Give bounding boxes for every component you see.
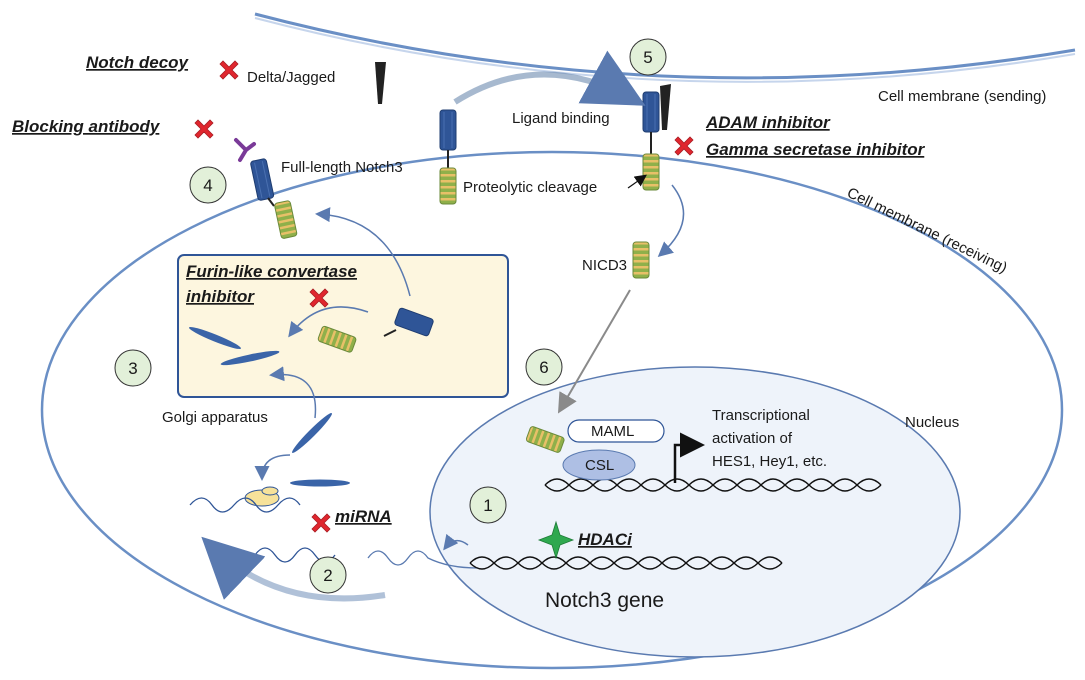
receiving-cell-membrane <box>40 150 1064 670</box>
notch3-gene-label: Notch3 gene <box>545 589 664 612</box>
notch-decoy-label: Notch decoy <box>86 53 190 72</box>
proteolytic-cleavage-label: Proteolytic cleavage <box>463 179 597 196</box>
nucleus <box>429 366 961 658</box>
inhibit-x-decoy <box>219 60 239 80</box>
notch3-icd-left <box>273 199 298 240</box>
gamma-secretase-inhibitor-label: Gamma secretase inhibitor <box>706 140 926 159</box>
mrna-strand-1 <box>189 497 301 513</box>
nicd3-to-nucleus-arrow <box>557 289 631 414</box>
csl-shape <box>562 449 636 481</box>
ligand-binding-label: Ligand binding <box>512 110 610 127</box>
sending-membrane <box>254 12 1076 80</box>
furin-inhibitor-label-line2: inhibitor <box>186 287 255 306</box>
delta-jagged-ligand <box>375 62 386 104</box>
ligand-bound <box>660 84 671 130</box>
transcription-label-line2: activation of <box>712 430 793 447</box>
cell-membrane-receiving-label: Cell membrane (receiving) <box>844 184 1010 276</box>
golgi-box <box>177 254 509 398</box>
proteolytic-pointer <box>627 174 647 189</box>
notch3-receptor-ligand-bound <box>642 91 660 191</box>
hdaci-label: HDACi <box>578 530 633 549</box>
step-circles <box>114 38 667 594</box>
notch3-receptor-left <box>249 157 275 202</box>
furin-inhibitor-label-line1: Furin-like convertase <box>186 262 357 281</box>
csl-label: CSL <box>585 457 614 474</box>
step-2: 2 <box>323 566 332 585</box>
transcription-label-line3: HES1, Hey1, etc. <box>712 453 827 470</box>
transcription-label-line1: Transcriptional <box>712 407 810 424</box>
dna-strand-gene <box>469 556 783 570</box>
inhibit-x-mirna <box>311 513 331 533</box>
mrna-transcript <box>367 550 479 569</box>
golgi-apparatus-label: Golgi apparatus <box>162 409 268 426</box>
cell-membrane-sending-label: Cell membrane (sending) <box>878 88 1046 105</box>
nicd3-fragment <box>632 241 650 279</box>
hdaci-star-icon <box>537 520 575 560</box>
mirna-label: miRNA <box>335 507 392 526</box>
inhibit-x-antibody <box>194 119 214 139</box>
maml-label: MAML <box>591 423 634 440</box>
step-3: 3 <box>128 359 137 378</box>
delta-jagged-label: Delta/Jagged <box>247 69 335 86</box>
step-1: 1 <box>483 496 492 515</box>
flow-arrows <box>201 50 685 602</box>
peptide-rods <box>189 327 350 487</box>
nicd3-label: NICD3 <box>582 257 627 274</box>
inhibit-x-adam-gamma <box>674 136 694 156</box>
blocking-antibody-label: Blocking antibody <box>12 117 161 136</box>
step-6: 6 <box>539 358 548 377</box>
maml-shape <box>567 419 665 443</box>
nucleus-label: Nucleus <box>905 414 959 431</box>
notch3-receptor-middle <box>439 109 457 205</box>
step-4: 4 <box>203 176 212 195</box>
step-5: 5 <box>643 48 652 67</box>
transcription-arrow <box>673 432 705 483</box>
blocking-antibody-icon <box>234 138 256 162</box>
full-length-notch3-label: Full-length Notch3 <box>281 159 403 176</box>
ribosome <box>244 486 280 507</box>
adam-inhibitor-label: ADAM inhibitor <box>705 113 831 132</box>
